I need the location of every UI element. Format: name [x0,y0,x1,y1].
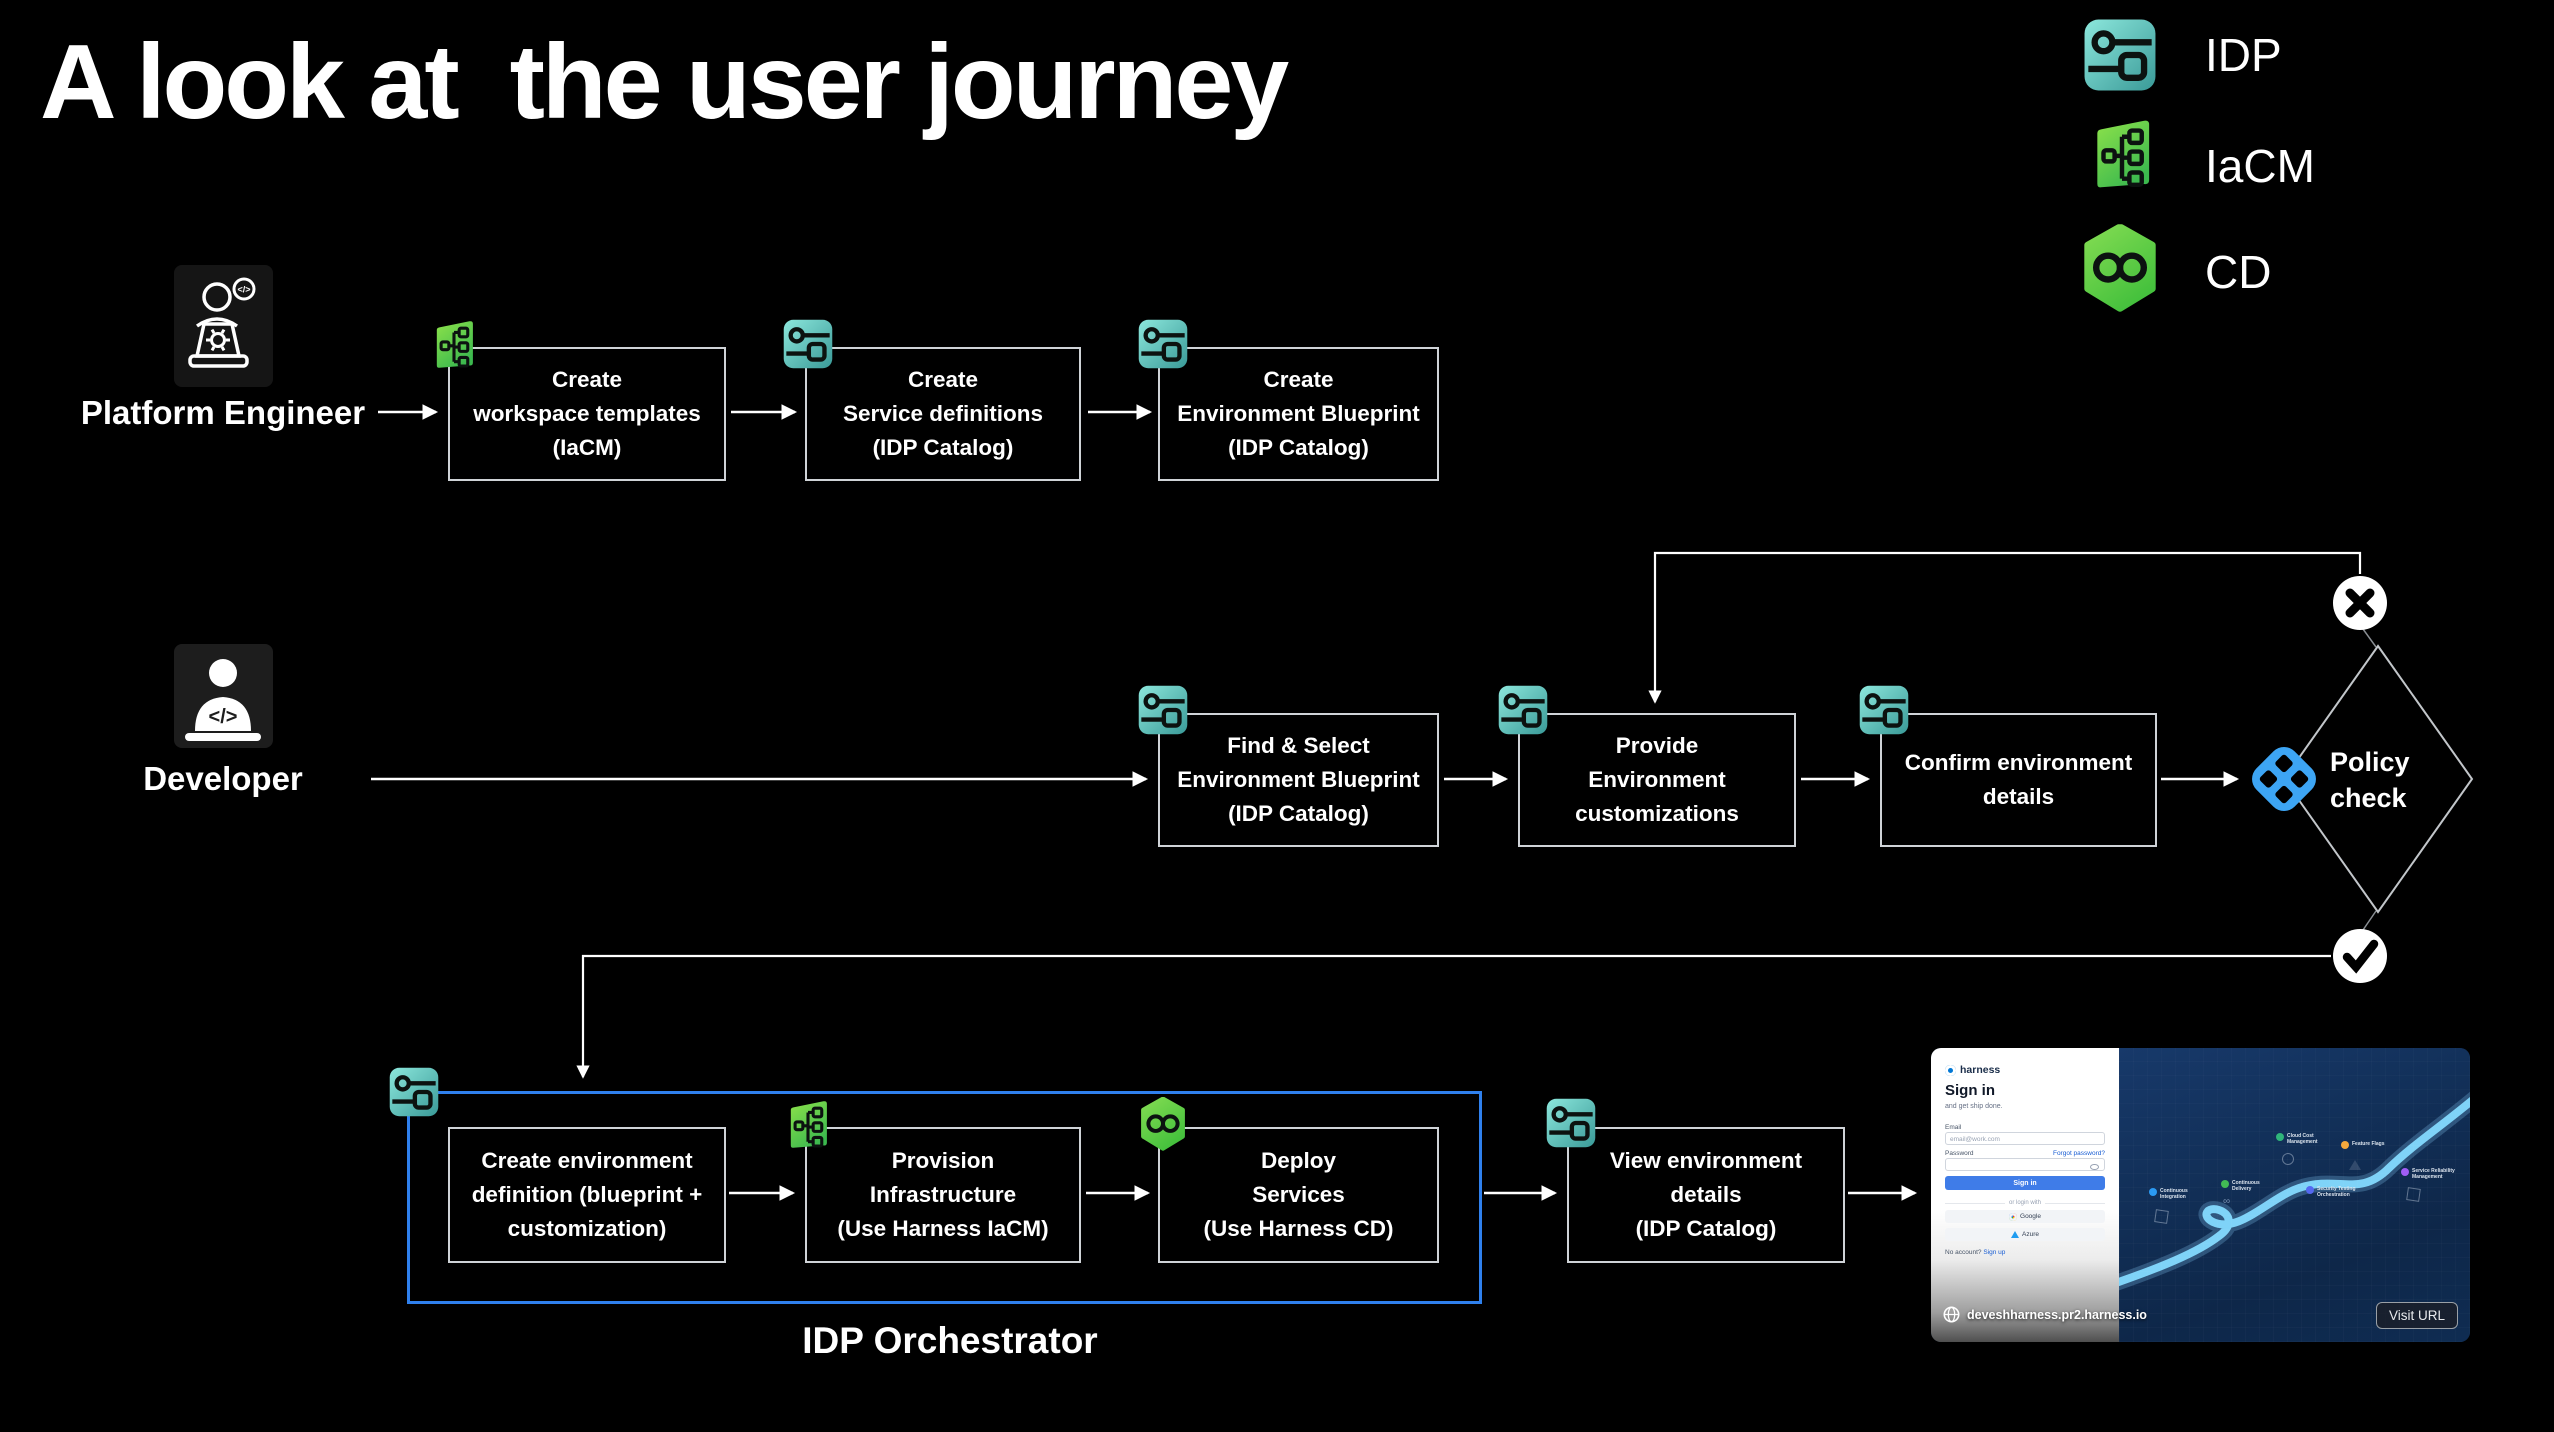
iacm-legend-icon [2085,114,2159,194]
legend-label-iacm: IaCM [2205,140,2315,192]
idp-orchestrator-container [407,1091,1482,1304]
iacm-icon [428,317,480,372]
harness-logo-text: harness [1960,1064,2001,1076]
google-login-label: Google [2020,1213,2041,1220]
developer-label: Developer [143,760,303,797]
module-badge: Service Reliability Management [2401,1168,2455,1181]
email-label: Email [1945,1124,1962,1131]
platform-engineer-label: Platform Engineer [80,394,366,431]
ff-module-icon [2341,1141,2349,1149]
login-divider: or login with [1945,1200,2105,1206]
policy-fail-icon [2333,576,2387,630]
svg-text:</>: </> [237,285,250,295]
step-find-select-blueprint: Find & Select Environment Blueprint (IDP… [1158,713,1439,847]
url-text: deveshharness.pr2.harness.io [1967,1307,2147,1322]
azure-icon [2011,1231,2019,1238]
svg-text:</>: </> [209,706,238,728]
show-password-icon[interactable] [2090,1163,2099,1170]
module-badge: Continuous Delivery [2221,1180,2260,1193]
idp-orchestrator-label: IDP Orchestrator [802,1320,1098,1361]
policy-pass-icon [2333,929,2387,983]
signin-button[interactable]: Sign in [1945,1176,2105,1190]
azure-login-label: Azure [2022,1231,2039,1238]
cube-doodle [2406,1187,2421,1202]
cube-doodle [2154,1209,2169,1224]
srm-module-icon [2401,1168,2409,1176]
triangle-doodle [2349,1160,2361,1170]
signin-subtitle: and get ship done. [1945,1103,2003,1110]
visit-url-button[interactable]: Visit URL [2375,1302,2458,1329]
password-field[interactable] [1945,1158,2105,1171]
signin-panel: harness Sign in and get ship done. Email… [1931,1048,2119,1342]
idp-icon [782,318,834,370]
grid-pattern [2119,1048,2470,1342]
ci-module-icon [2149,1188,2157,1196]
idp-icon [1545,1097,1597,1149]
infinity-doodle: ∞ [2223,1196,2231,1207]
idp-icon [1137,684,1189,736]
idp-icon [1497,684,1549,736]
page-title: A look at the user journey [40,23,1289,141]
idp-icon [388,1066,440,1118]
step-view-env-details: View environment details (IDP Catalog) [1567,1127,1845,1263]
legend-label-idp: IDP [2205,29,2282,81]
developer-icon: </> [174,644,273,748]
forgot-password-link[interactable]: Forgot password? [2052,1150,2105,1157]
google-icon [2009,1212,2018,1221]
cd-legend-icon [2078,224,2162,314]
harness-screenshot-thumbnail: harness Sign in and get ship done. Email… [1931,1048,2470,1342]
password-label: Password [1945,1150,1974,1157]
password-row: Password Forgot password? [1945,1150,2105,1157]
no-account-text: No account? Sign up [1945,1249,2105,1256]
step-confirm-details: Confirm environment details [1880,713,2157,847]
step-create-service-definitions: Create Service definitions (IDP Catalog) [805,347,1081,481]
policy-check-icon [2252,747,2316,811]
step-provision-infrastructure: Provision Infrastructure (Use Harness Ia… [805,1127,1081,1263]
harness-journey-illustration: Continuous Integration Continuous Delive… [2105,1048,2470,1342]
module-badge: Security Testing Orchestration [2306,1186,2356,1199]
module-badge: Cloud Cost Management [2276,1133,2318,1146]
email-field[interactable]: email@work.com [1945,1132,2105,1145]
sto-module-icon [2306,1186,2314,1194]
ccm-module-icon [2276,1133,2284,1141]
legend-label-cd: CD [2205,246,2272,298]
road-illustration [2105,1091,2470,1292]
step-provide-customizations: Provide Environment customizations [1518,713,1796,847]
google-login-button[interactable]: Google [1945,1210,2105,1223]
cd-icon [1137,1097,1189,1152]
signup-link[interactable]: Sign up [1983,1249,2006,1256]
step-create-environment-blueprint: Create Environment Blueprint (IDP Catalo… [1158,347,1439,481]
url-bar: deveshharness.pr2.harness.io [1943,1306,2147,1323]
step-create-workspace-templates: Create workspace templates (IaCM) [448,347,726,481]
step-create-env-definition: Create environment definition (blueprint… [448,1127,726,1263]
policy-check-label: Policy check [2330,747,2410,813]
module-badge: Feature Flags [2341,1141,2385,1149]
idp-legend-icon [2082,17,2158,93]
step-deploy-services: Deploy Services (Use Harness CD) [1158,1127,1439,1263]
cd-module-icon [2221,1180,2229,1188]
harness-logo: harness [1945,1064,2105,1076]
globe-icon [1943,1306,1960,1323]
signin-title: Sign in [1945,1082,1995,1099]
coin-doodle [2282,1153,2294,1165]
no-account-label: No account? [1945,1249,1982,1256]
harness-logo-icon [1945,1064,1956,1076]
module-badge: Continuous Integration [2149,1188,2188,1201]
iacm-icon [782,1097,834,1152]
azure-login-button[interactable]: Azure [1945,1228,2105,1241]
platform-engineer-icon: </> [174,265,273,387]
idp-icon [1858,684,1910,736]
idp-icon [1137,318,1189,370]
